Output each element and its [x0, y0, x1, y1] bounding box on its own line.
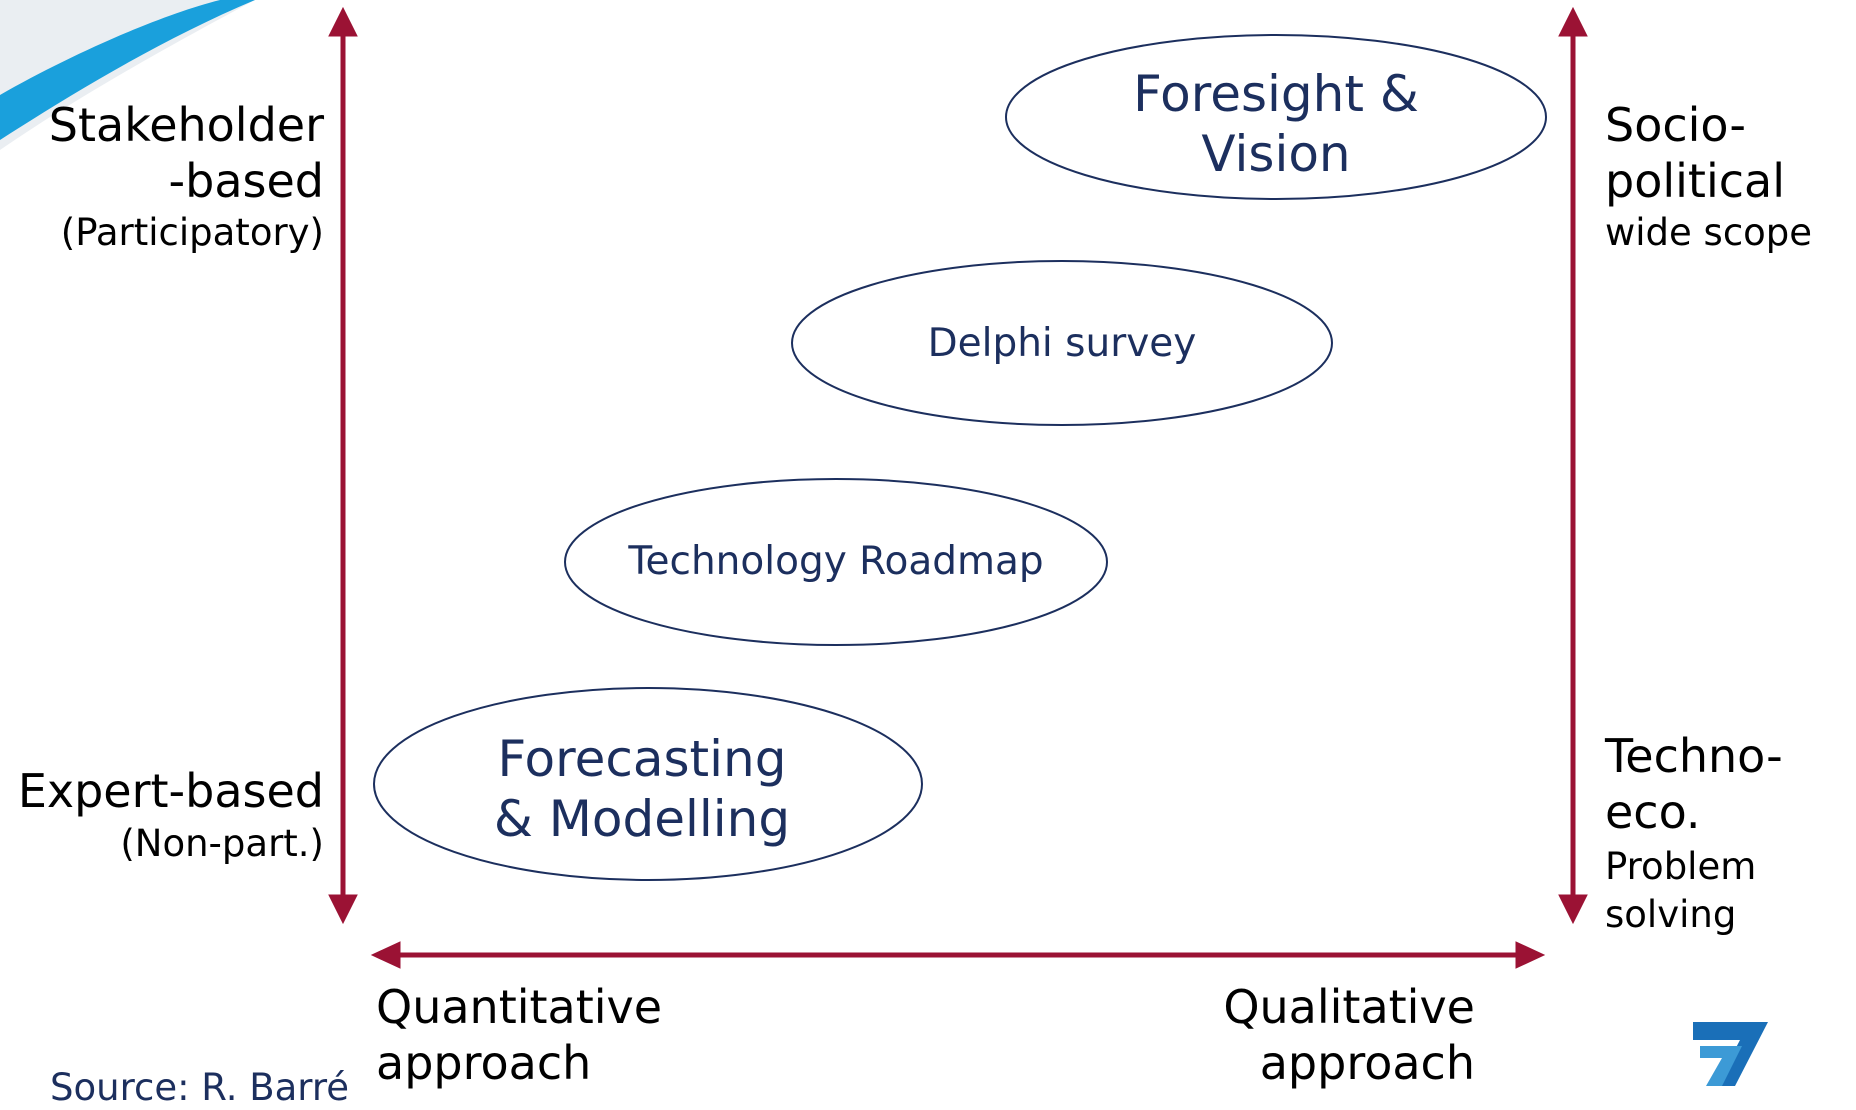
right-top-label-line1: Socio-: [1605, 98, 1747, 152]
forecasting-modelling-ellipse: [373, 687, 923, 881]
right-bottom-label-line2: eco.: [1605, 785, 1701, 839]
technology-roadmap-ellipse: [564, 478, 1108, 646]
left-bottom-label: Expert-based: [17, 764, 324, 818]
left-top-label-line1: Stakeholder: [48, 98, 324, 152]
bottom-axis-arrow: [370, 941, 1546, 969]
diagram: Stakeholder -based (Participatory) Exper…: [0, 0, 1813, 1109]
delphi-survey-label-line1: Delphi survey: [927, 321, 1197, 366]
technology-roadmap-label-line1: Technology Roadmap: [628, 539, 1044, 584]
left-top-sublabel: (Participatory): [60, 211, 324, 254]
delphi-survey-label: Delphi survey: [822, 321, 1302, 367]
right-axis-arrow: [1558, 6, 1588, 925]
bottom-left-label-line2: approach: [376, 1036, 592, 1090]
corner-banner-icon: [0, 0, 255, 150]
bottom-right-label-line2: approach: [1259, 1036, 1475, 1090]
bottom-left-label-line1: Quantitative: [376, 980, 663, 1034]
foresight-vision-label: Foresight & Vision: [1036, 64, 1516, 184]
forecasting-modelling-label-line1: Forecasting: [497, 730, 787, 788]
left-top-label-line2: -based: [168, 154, 324, 208]
left-axis-arrow: [328, 6, 358, 925]
fp7-logo-icon: [1693, 1022, 1768, 1086]
right-bottom-sublabel-line1: Problem: [1605, 845, 1757, 888]
foresight-vision-label-line2: Vision: [1201, 125, 1351, 183]
technology-roadmap-label: Technology Roadmap: [566, 539, 1106, 585]
forecasting-modelling-label: Forecasting & Modelling: [402, 729, 882, 849]
right-bottom-label-line1: Techno-: [1605, 729, 1783, 783]
diagram-graphics: [0, 0, 1768, 1086]
foresight-vision-label-line1: Foresight &: [1133, 65, 1419, 123]
foresight-vision-ellipse: [1005, 34, 1547, 200]
right-top-label-line2: political: [1605, 154, 1785, 208]
source-note: Source: R. Barré: [50, 1066, 349, 1109]
right-top-sublabel: wide scope: [1605, 211, 1813, 254]
delphi-survey-ellipse: [791, 260, 1333, 426]
forecasting-modelling-label-line2: & Modelling: [493, 790, 791, 848]
bottom-right-label-line1: Qualitative: [1223, 980, 1475, 1034]
left-bottom-sublabel: (Non-part.): [120, 822, 324, 865]
right-bottom-sublabel-line2: solving: [1605, 893, 1737, 936]
